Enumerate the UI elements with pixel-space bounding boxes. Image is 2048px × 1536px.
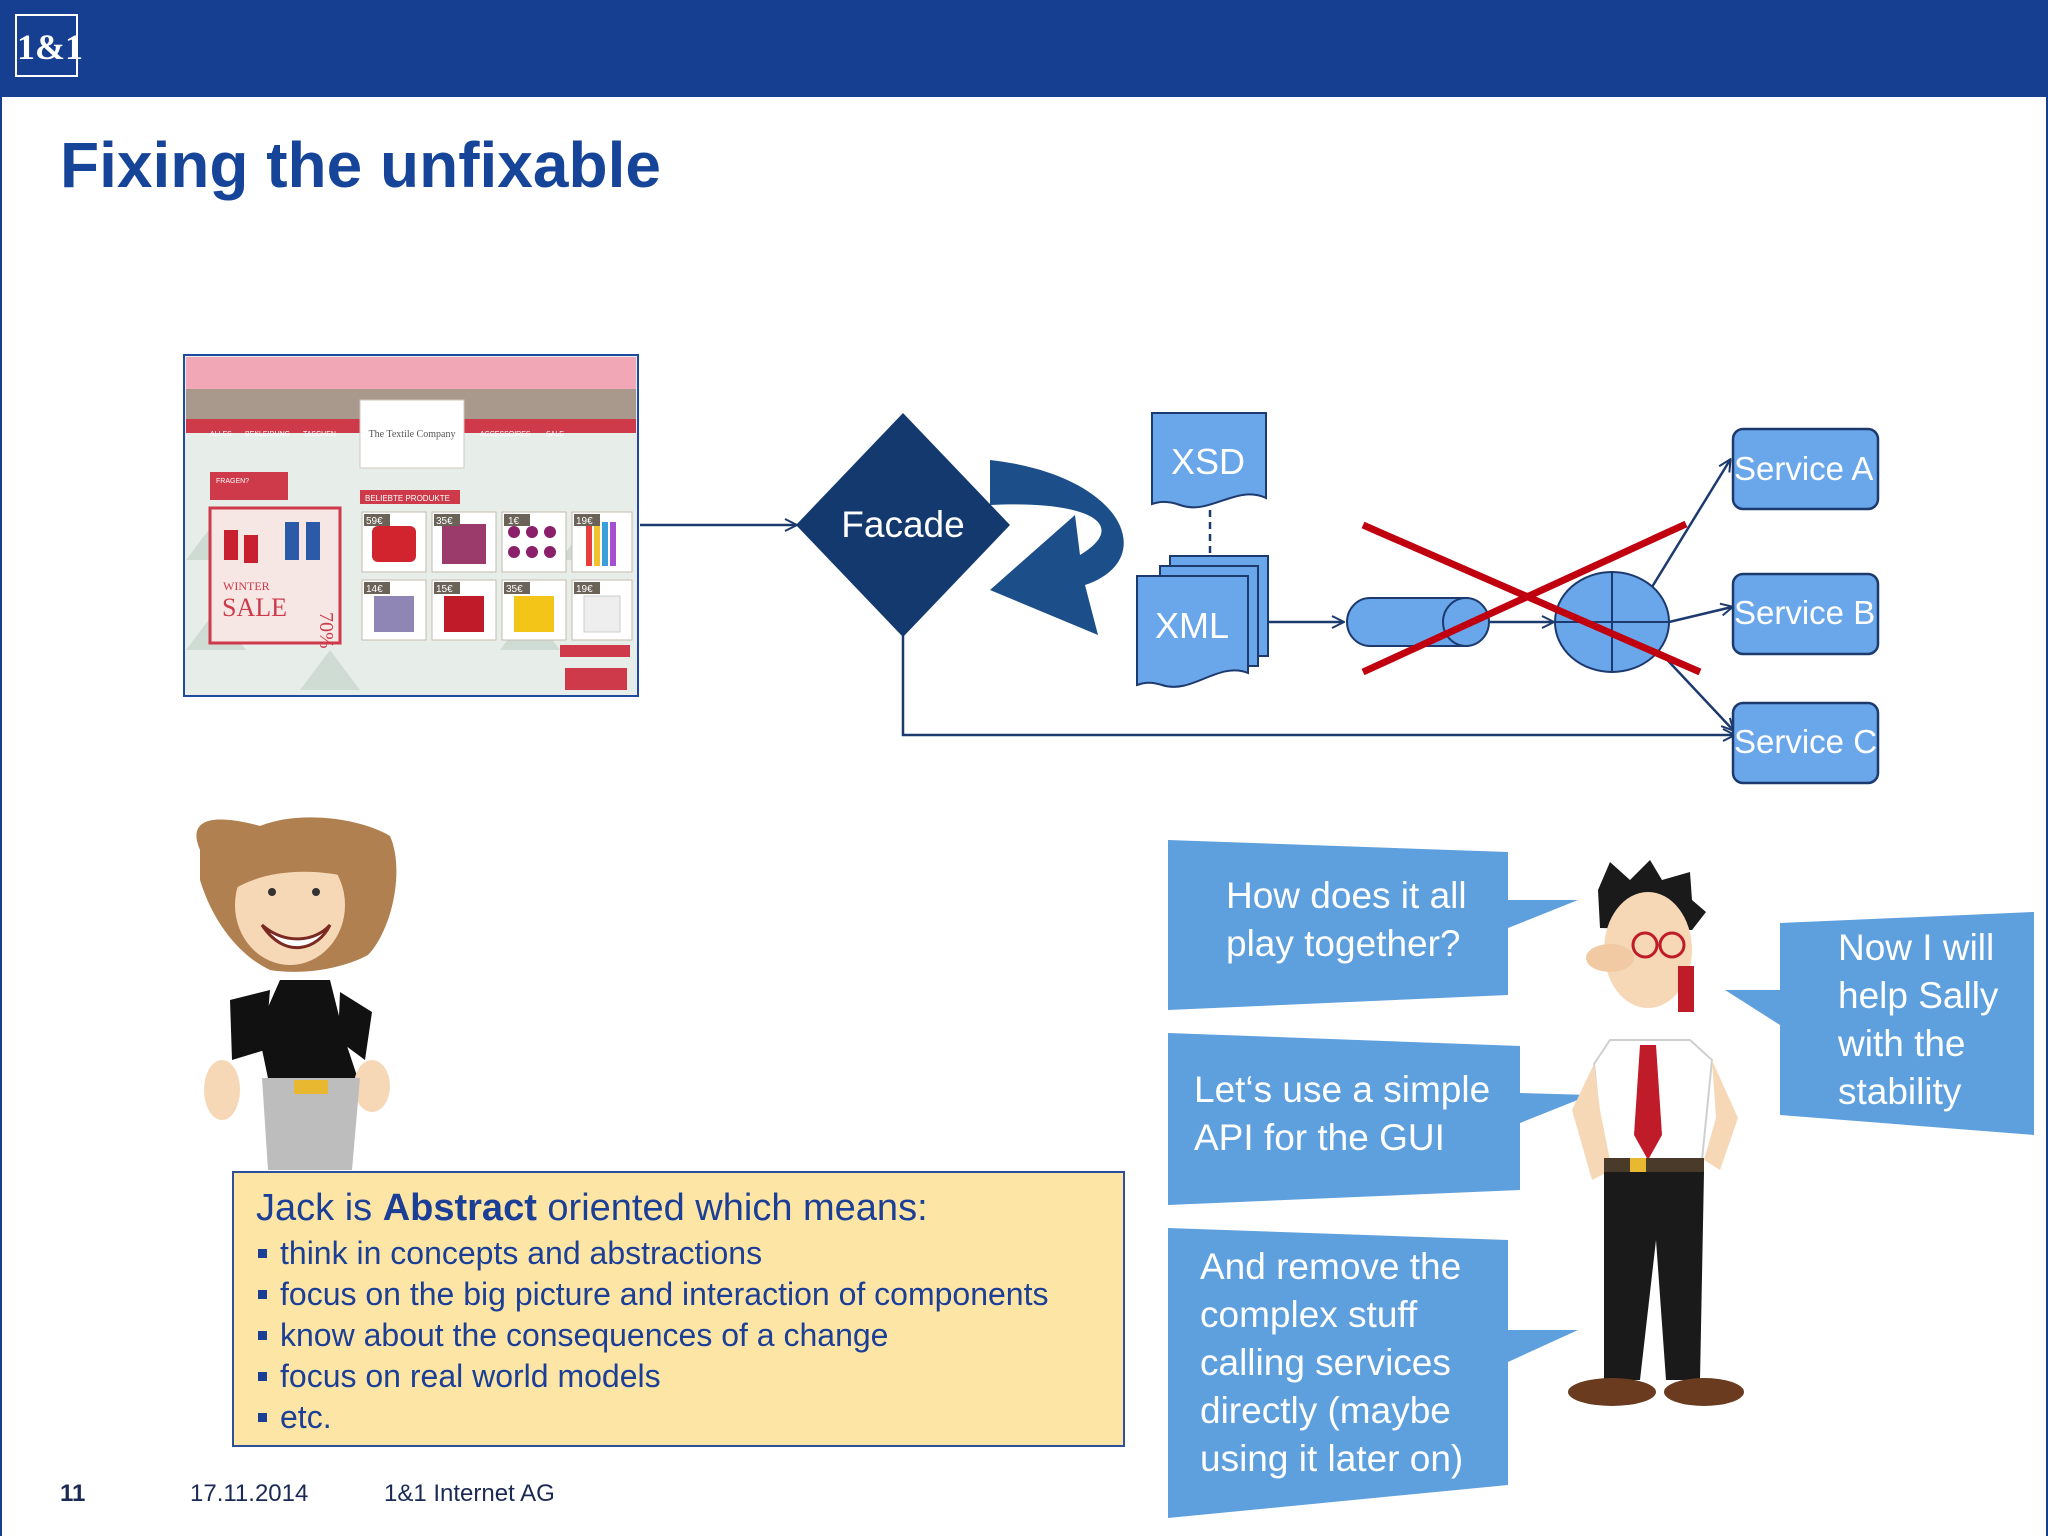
bubble-2-line: API for the GUI bbox=[1194, 1117, 1445, 1158]
bubble-right-line: help Sally bbox=[1838, 975, 1999, 1016]
list-item: know about the consequences of a change bbox=[256, 1315, 1123, 1356]
svg-text:BELIEBTE PRODUKTE: BELIEBTE PRODUKTE bbox=[365, 494, 450, 503]
arrow-facade-to-service-c bbox=[901, 630, 1734, 735]
info-heading-bold: Abstract bbox=[382, 1187, 537, 1229]
website-screenshot: The Textile Company ALLES BEKLEIDUNG TAS… bbox=[183, 354, 639, 697]
service-b-box bbox=[1731, 572, 1880, 656]
slide-title: Fixing the unfixable bbox=[60, 129, 661, 201]
svg-text:TASCHEN: TASCHEN bbox=[303, 431, 336, 438]
xml-label: XML bbox=[1155, 605, 1229, 646]
bubble-right-line: with the bbox=[1838, 1023, 1966, 1064]
red-cross-icon bbox=[1361, 520, 1702, 676]
svg-text:35€: 35€ bbox=[436, 516, 453, 527]
bubble-right-line: Now I will bbox=[1838, 927, 1995, 968]
facade-diamond bbox=[796, 413, 1010, 637]
shop-nav: ALLES BEKLEIDUNG TASCHEN ACCESSOIRES SAL… bbox=[210, 431, 564, 438]
svg-text:70%: 70% bbox=[315, 612, 337, 649]
bubble-3-line: calling services bbox=[1200, 1342, 1451, 1383]
speech-bubble-3 bbox=[1168, 1228, 1578, 1518]
svg-text:59€: 59€ bbox=[366, 516, 383, 527]
jack-character bbox=[1568, 860, 1744, 1406]
list-item: etc. bbox=[256, 1397, 1123, 1438]
svg-text:14€: 14€ bbox=[366, 584, 383, 595]
bubble-3-line: And remove the bbox=[1200, 1246, 1462, 1287]
svg-text:ACCESSOIRES: ACCESSOIRES bbox=[480, 431, 531, 438]
info-list: think in concepts and abstractions focus… bbox=[256, 1233, 1123, 1438]
speech-bubble-right bbox=[1725, 912, 2034, 1135]
bubble-3-line: complex stuff bbox=[1200, 1294, 1418, 1335]
bubble-2-text: Let‘s use a simple API for the GUI bbox=[1194, 1066, 1490, 1162]
svg-text:1€: 1€ bbox=[508, 516, 520, 527]
svg-text:SALE: SALE bbox=[222, 593, 287, 622]
arrow-router-to-service-a bbox=[1650, 460, 1730, 588]
info-heading: Jack is Abstract oriented which means: bbox=[256, 1183, 1123, 1233]
bubble-2-line: Let‘s use a simple bbox=[1194, 1069, 1491, 1110]
product-grid: 59€ 35€ 1€ 19€ 14€ 15€ 35€ 19€ bbox=[361, 511, 633, 641]
svg-text:ALLES: ALLES bbox=[210, 431, 232, 438]
service-a-label: Service A bbox=[1734, 450, 1873, 487]
svg-text:35€: 35€ bbox=[506, 584, 523, 595]
xsd-label: XSD bbox=[1171, 441, 1245, 482]
svg-text:WINTER: WINTER bbox=[223, 579, 270, 593]
slide-border-left bbox=[0, 97, 2, 1536]
bubble-1-line: play together? bbox=[1226, 923, 1461, 964]
list-item: think in concepts and abstractions bbox=[256, 1233, 1123, 1274]
facade-label: Facade bbox=[841, 504, 964, 545]
return-arrow-icon bbox=[990, 460, 1124, 635]
info-heading-suffix: oriented which means: bbox=[536, 1187, 928, 1229]
service-c-box bbox=[1731, 701, 1880, 785]
service-b-label: Service B bbox=[1734, 594, 1875, 631]
speech-bubble-1 bbox=[1168, 840, 1578, 1010]
bubble-right-text: Now I will help Sally with the stability bbox=[1838, 924, 1998, 1116]
bubble-1-text: How does it all play together? bbox=[1226, 872, 1467, 968]
bubble-right-line: stability bbox=[1838, 1071, 1962, 1112]
svg-text:BEKLEIDUNG: BEKLEIDUNG bbox=[245, 431, 290, 438]
slide-border-right bbox=[2046, 97, 2048, 1536]
bubble-3-line: directly (maybe bbox=[1200, 1390, 1451, 1431]
footer-company: 1&1 Internet AG bbox=[384, 1480, 555, 1507]
xml-document-stack-icon bbox=[1136, 555, 1269, 688]
footer-date: 17.11.2014 bbox=[190, 1480, 309, 1507]
svg-text:19€: 19€ bbox=[576, 584, 593, 595]
shop-name: The Textile Company bbox=[369, 429, 456, 440]
page-number: 11 bbox=[60, 1480, 86, 1507]
company-logo: 1&1 bbox=[15, 14, 83, 77]
service-c-label: Service C bbox=[1734, 723, 1877, 760]
header-bar: 1&1 bbox=[0, 0, 2048, 97]
sally-character bbox=[196, 817, 397, 1170]
xsd-document-icon bbox=[1151, 412, 1267, 509]
info-box: Jack is Abstract oriented which means: t… bbox=[232, 1171, 1125, 1447]
svg-text:FRAGEN?: FRAGEN? bbox=[216, 478, 249, 485]
info-heading-prefix: Jack is bbox=[256, 1187, 383, 1229]
service-a-box bbox=[1731, 427, 1880, 511]
svg-text:19€: 19€ bbox=[576, 516, 593, 527]
svg-text:15€: 15€ bbox=[436, 584, 453, 595]
bubble-1-line: How does it all bbox=[1226, 875, 1467, 916]
list-item: focus on the big picture and interaction… bbox=[256, 1274, 1123, 1315]
speech-bubble-2 bbox=[1168, 1033, 1590, 1205]
bubble-3-text: And remove the complex stuff calling ser… bbox=[1200, 1243, 1463, 1483]
list-item: focus on real world models bbox=[256, 1356, 1123, 1397]
arrow-router-to-service-c bbox=[1657, 649, 1733, 730]
arrow-router-to-service-b bbox=[1668, 607, 1732, 624]
svg-text:SALE: SALE bbox=[546, 431, 564, 438]
bubble-3-line: using it later on) bbox=[1200, 1438, 1464, 1479]
router-icon bbox=[1554, 571, 1670, 673]
